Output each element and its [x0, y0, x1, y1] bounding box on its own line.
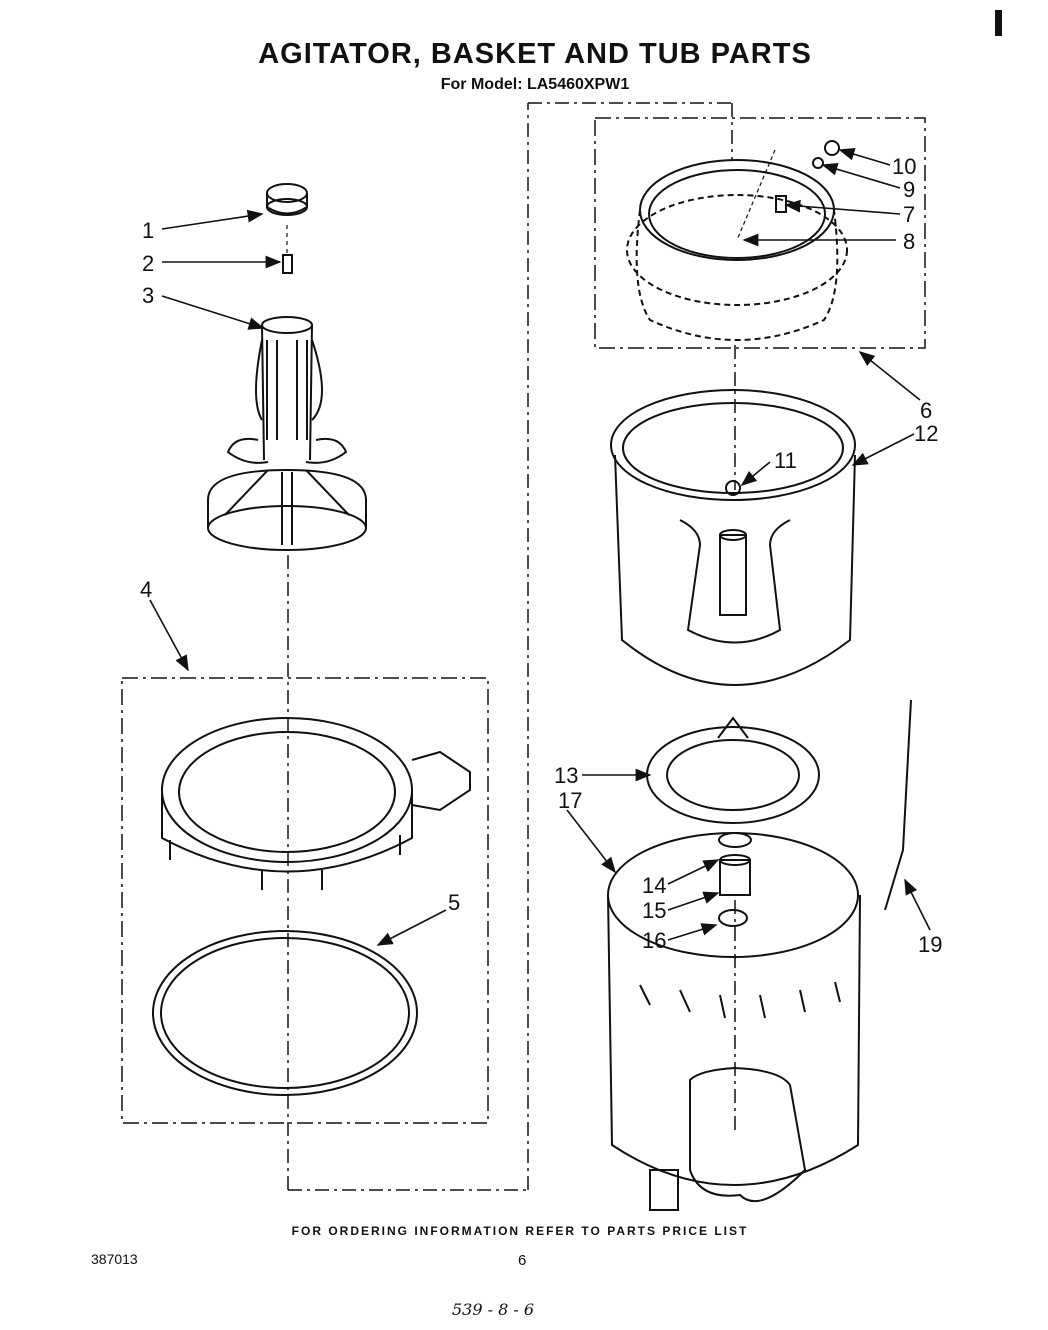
agitator-part — [207, 316, 367, 551]
callout-2: 2 — [142, 251, 154, 276]
basket-ring-part — [161, 717, 471, 890]
callout-10: 10 — [892, 154, 916, 179]
hose-part — [884, 699, 912, 911]
model-subtitle: For Model: LA5460XPW1 — [440, 76, 630, 93]
corner-mark — [995, 10, 1002, 36]
callout-9: 9 — [903, 177, 915, 202]
gasket-ring-part — [152, 930, 418, 1096]
drive-hub-part — [646, 716, 820, 824]
callout-6: 6 — [920, 398, 932, 423]
callout-8: 8 — [903, 229, 915, 254]
connector-lines — [287, 102, 736, 1191]
agitator-cap-part — [266, 183, 308, 216]
page-title: AGITATOR, BASKET AND TUB PARTS — [258, 38, 812, 70]
callout-4: 4 — [140, 577, 152, 602]
callout-17: 17 — [558, 788, 582, 813]
callout-16: 16 — [642, 928, 666, 953]
balance-ring-part — [626, 140, 848, 341]
document-number: 387013 — [91, 1251, 138, 1267]
callout-13: 13 — [554, 763, 578, 788]
callout-1: 1 — [142, 218, 154, 243]
spin-basket-part — [610, 389, 856, 686]
callout-14: 14 — [642, 873, 666, 898]
seal-bearing-parts — [718, 832, 752, 927]
callout-numbers: 1 2 3 4 5 6 7 8 9 10 11 12 13 17 14 15 1… — [140, 154, 942, 957]
outer-tub-part — [607, 832, 861, 1211]
callout-5: 5 — [448, 890, 460, 915]
group-box-6 — [594, 117, 926, 349]
group-box-4 — [121, 677, 489, 1124]
leader-lines — [149, 148, 931, 946]
callout-11: 11 — [774, 448, 797, 473]
agitator-stud-part — [282, 225, 293, 274]
handwritten-note: 539 - 8 - 6 — [452, 1300, 535, 1319]
callout-3: 3 — [142, 283, 154, 308]
callout-19: 19 — [918, 932, 942, 957]
callout-12: 12 — [914, 421, 938, 446]
callout-7: 7 — [903, 202, 915, 227]
ordering-note: FOR ORDERING INFORMATION REFER TO PARTS … — [291, 1224, 749, 1238]
callout-15: 15 — [642, 898, 666, 923]
page-number: 6 — [518, 1252, 527, 1269]
